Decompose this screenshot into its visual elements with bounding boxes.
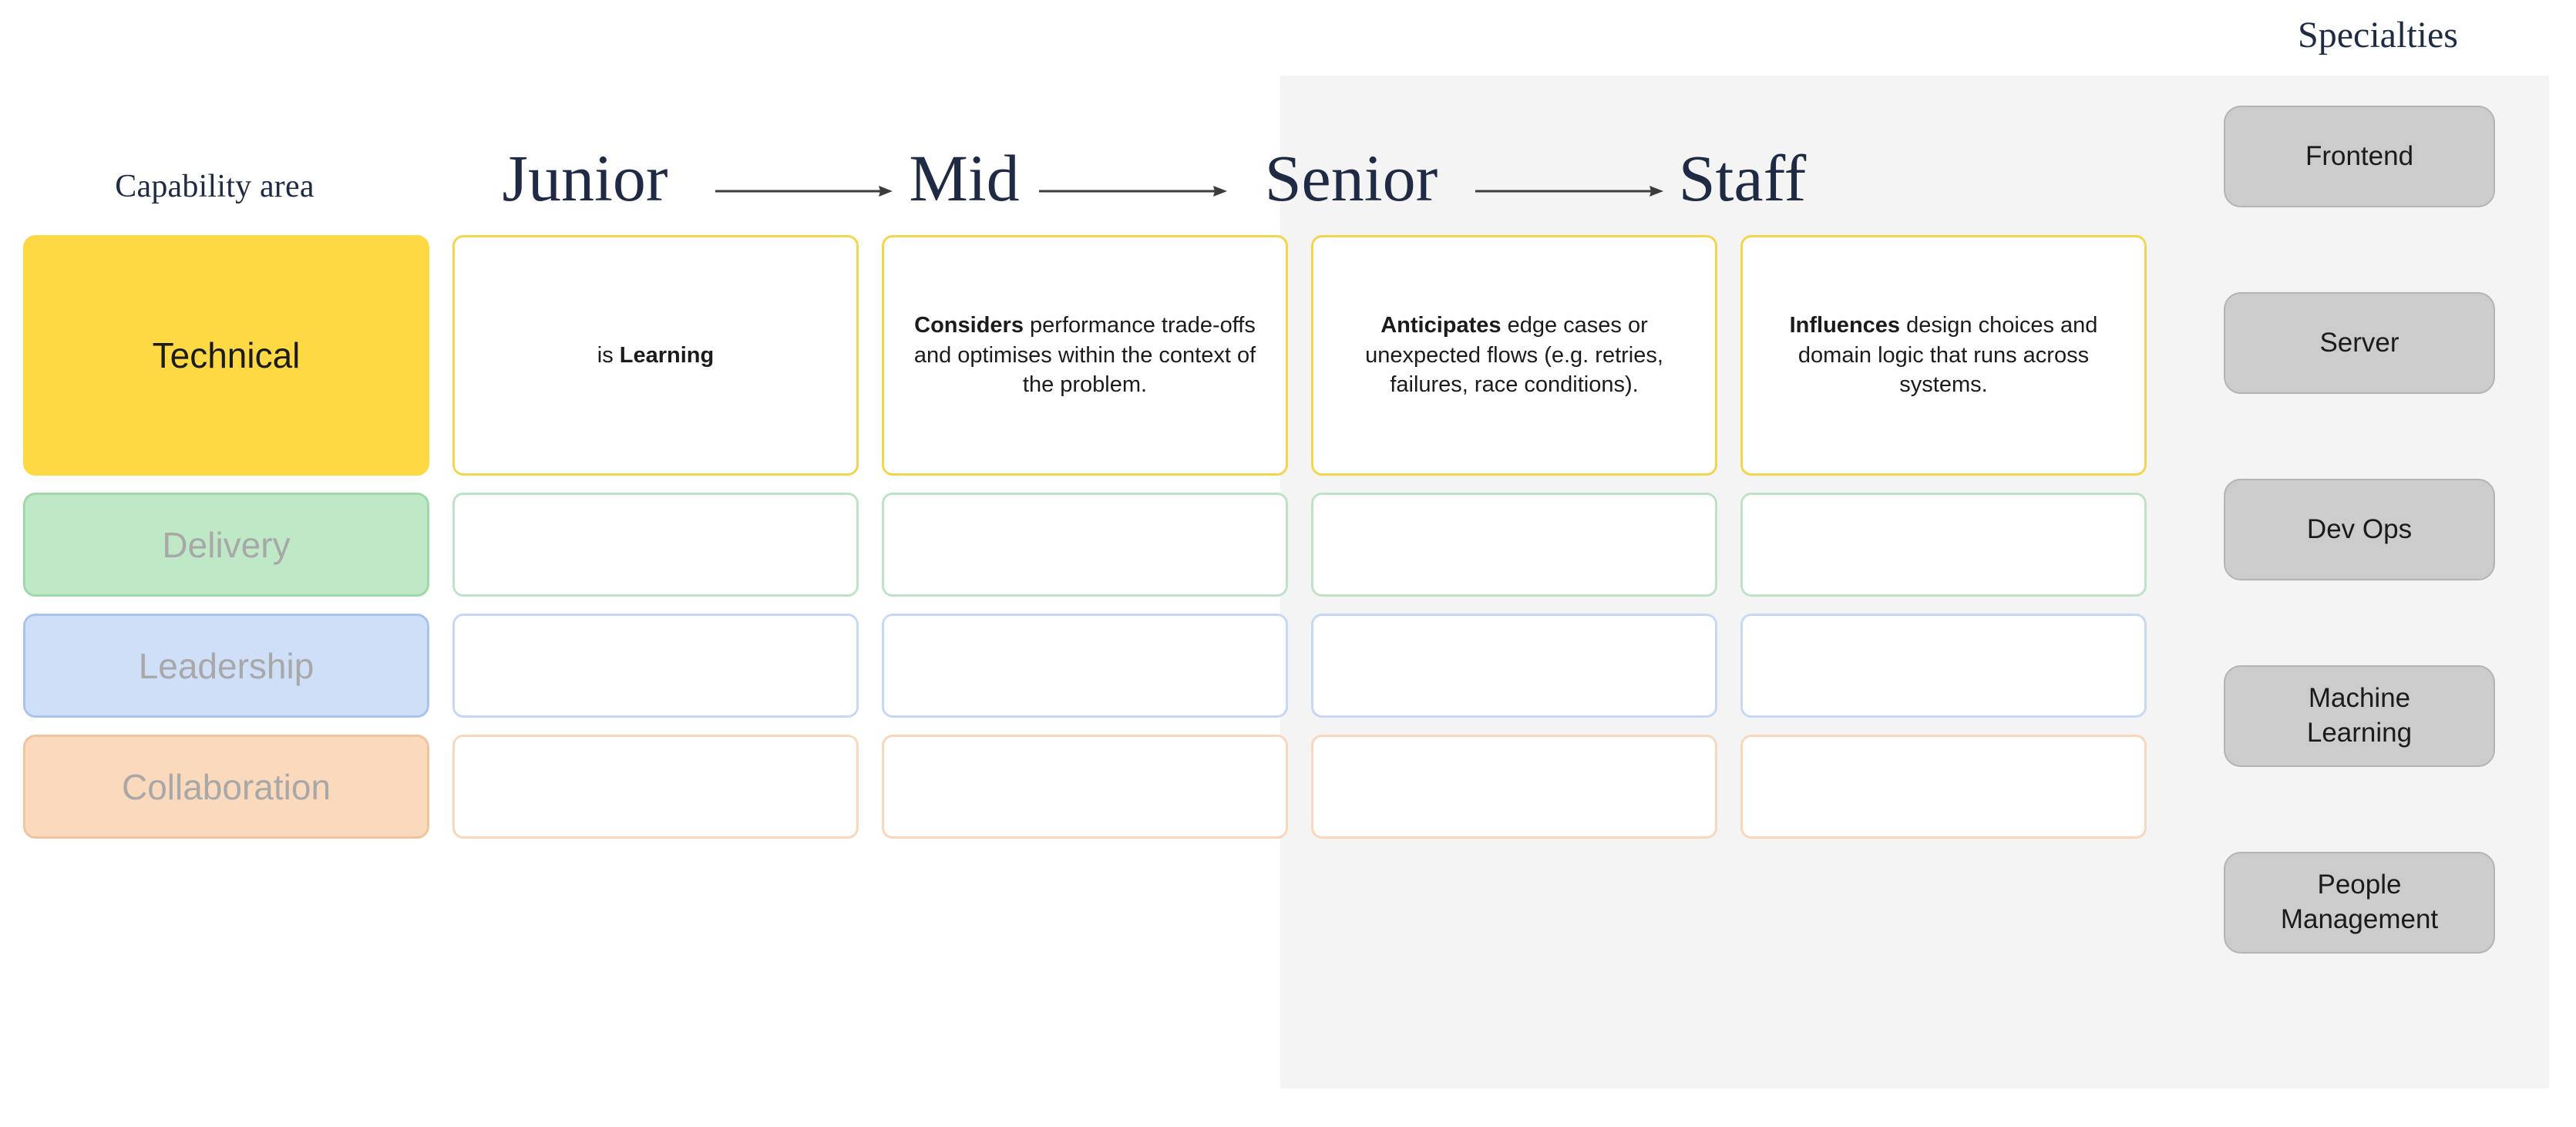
cell-leadership-senior[interactable] xyxy=(1311,614,1717,718)
row-label-delivery[interactable]: Delivery xyxy=(23,493,429,597)
specialty-chip-frontend[interactable]: Frontend xyxy=(2224,106,2495,207)
specialties-heading: Specialties xyxy=(2298,15,2458,56)
cell-technical-junior[interactable]: is Learning xyxy=(452,235,859,476)
specialty-chip-dev-ops[interactable]: Dev Ops xyxy=(2224,479,2495,580)
capability-matrix-grid: Technical is Learning Considers performa… xyxy=(0,235,2158,856)
matrix-row-leadership: Leadership xyxy=(0,614,2158,718)
level-title-staff: Staff xyxy=(1678,141,1807,215)
cell-technical-senior[interactable]: Anticipates edge cases or unexpected flo… xyxy=(1311,235,1717,476)
cell-text-technical-junior: is Learning xyxy=(597,342,715,368)
cell-leadership-junior[interactable] xyxy=(452,614,859,718)
cell-technical-mid[interactable]: Considers performance trade-offs and opt… xyxy=(882,235,1288,476)
matrix-row-technical: Technical is Learning Considers performa… xyxy=(0,235,2158,476)
cell-text-technical-mid: Considers performance trade-offs and opt… xyxy=(913,313,1256,398)
arrow-senior-to-staff-icon xyxy=(1475,183,1663,199)
cell-delivery-mid[interactable] xyxy=(882,493,1288,597)
cell-delivery-staff[interactable] xyxy=(1740,493,2147,597)
cell-delivery-senior[interactable] xyxy=(1311,493,1717,597)
capability-area-heading: Capability area xyxy=(115,169,314,204)
level-progression-header: Junior Mid Senior Staff xyxy=(453,136,2141,220)
cell-collaboration-mid[interactable] xyxy=(882,735,1288,839)
matrix-row-delivery: Delivery xyxy=(0,493,2158,597)
cell-technical-staff[interactable]: Influences design choices and domain log… xyxy=(1740,235,2147,476)
level-title-junior: Junior xyxy=(502,141,668,215)
arrow-mid-to-senior-icon xyxy=(1039,183,1227,199)
row-label-leadership[interactable]: Leadership xyxy=(23,614,429,718)
row-label-collaboration[interactable]: Collaboration xyxy=(23,735,429,839)
matrix-row-collaboration: Collaboration xyxy=(0,735,2158,839)
specialty-chip-server[interactable]: Server xyxy=(2224,292,2495,394)
row-label-technical[interactable]: Technical xyxy=(23,235,429,476)
cell-delivery-junior[interactable] xyxy=(452,493,859,597)
level-title-mid: Mid xyxy=(909,141,1020,215)
cell-leadership-mid[interactable] xyxy=(882,614,1288,718)
cell-collaboration-staff[interactable] xyxy=(1740,735,2147,839)
cell-collaboration-junior[interactable] xyxy=(452,735,859,839)
cell-text-technical-senior: Anticipates edge cases or unexpected flo… xyxy=(1365,313,1663,398)
level-title-senior: Senior xyxy=(1264,141,1438,215)
cell-collaboration-senior[interactable] xyxy=(1311,735,1717,839)
cell-text-technical-staff: Influences design choices and domain log… xyxy=(1789,313,2098,398)
cell-leadership-staff[interactable] xyxy=(1740,614,2147,718)
arrow-junior-to-mid-icon xyxy=(715,183,893,199)
